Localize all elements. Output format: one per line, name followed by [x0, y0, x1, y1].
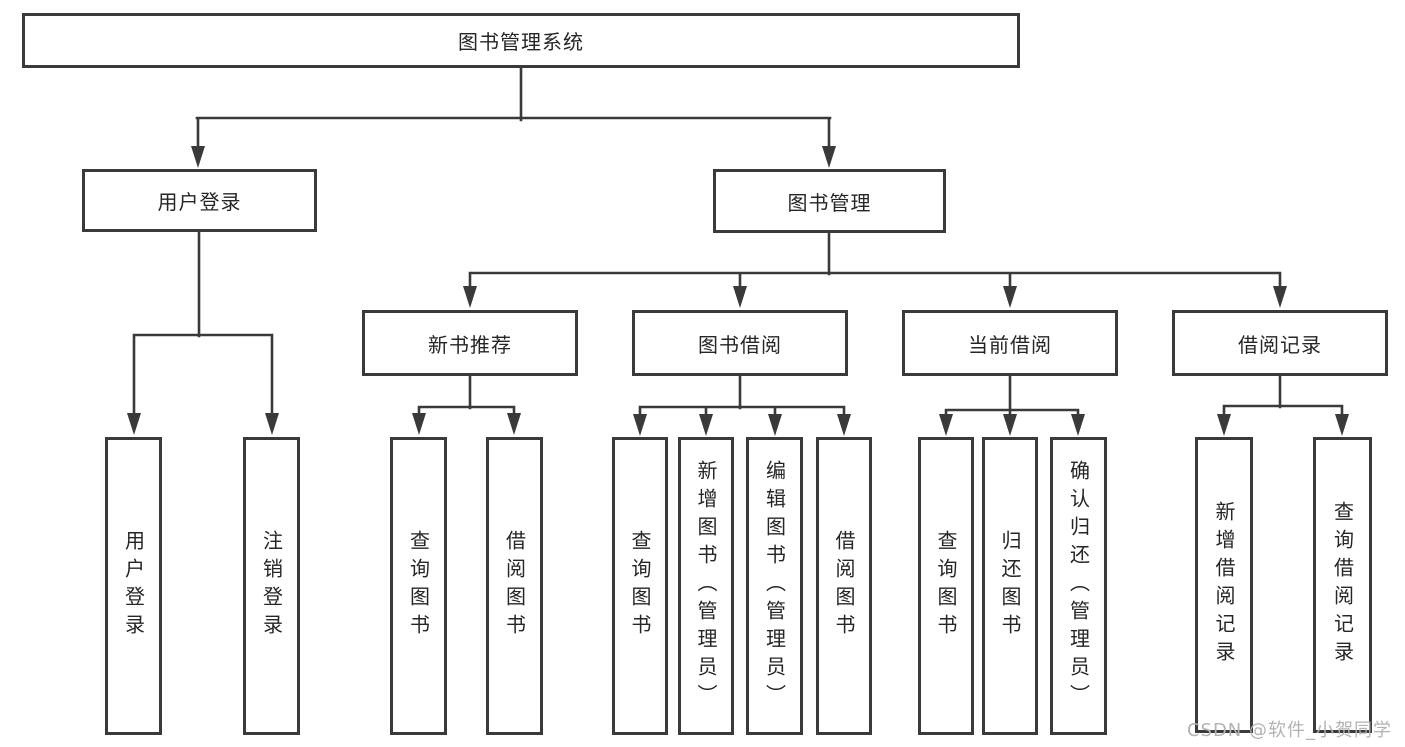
- node-label: 编辑图书（管理员）: [762, 460, 787, 712]
- node-current-borrowing: 当前借阅: [902, 310, 1118, 376]
- arrowhead-icon: [1335, 414, 1349, 436]
- node-label: 用户登录: [157, 190, 242, 214]
- node-label: 查询图书: [934, 530, 958, 642]
- arrowhead-icon: [1071, 414, 1085, 436]
- leaf-borrow-books-borrowing: 借阅图书: [816, 437, 872, 735]
- arrowhead-icon: [265, 413, 279, 435]
- node-label: 当前借阅: [968, 332, 1052, 357]
- node-label: 图书管理: [787, 190, 872, 215]
- leaf-return-books: 归还图书: [982, 437, 1038, 735]
- arrowhead-icon: [507, 413, 521, 435]
- node-label: 图书管理系统: [458, 30, 584, 54]
- node-borrowing-records: 借阅记录: [1172, 310, 1388, 376]
- connector-root: [191, 66, 836, 168]
- node-book-borrowing: 图书借阅: [632, 310, 848, 376]
- node-label: 用户登录: [121, 530, 146, 642]
- connector-new-book-recommend: [412, 373, 521, 435]
- arrowhead-icon: [939, 414, 953, 436]
- node-label: 查询图书: [406, 530, 431, 642]
- arrowhead-icon: [1273, 286, 1287, 308]
- arrowhead-icon: [699, 414, 713, 436]
- arrowhead-icon: [1217, 414, 1231, 436]
- leaf-query-books-borrowing: 查询图书: [612, 437, 668, 735]
- node-label: 借阅记录: [1238, 332, 1322, 357]
- node-label: 借阅图书: [502, 530, 527, 642]
- connector-book-management: [463, 231, 1287, 308]
- node-label: 新增图书（管理员）: [694, 460, 718, 712]
- node-label: 查询借阅记录: [1330, 501, 1355, 669]
- leaf-user-login: 用户登录: [105, 437, 162, 735]
- arrowhead-icon: [412, 413, 426, 435]
- leaf-query-books-recommend: 查询图书: [390, 437, 447, 735]
- node-user-login: 用户登录: [82, 169, 317, 232]
- leaf-logout: 注销登录: [243, 437, 300, 735]
- leaf-confirm-return-admin: 确认归还（管理员）: [1050, 437, 1107, 735]
- arrowhead-icon: [127, 413, 141, 435]
- node-label: 注销登录: [259, 530, 284, 642]
- node-label: 新书推荐: [428, 332, 512, 357]
- connector-book-borrowing: [633, 373, 851, 436]
- node-label: 确认归还（管理员）: [1066, 460, 1091, 712]
- leaf-add-book-admin: 新增图书（管理员）: [678, 437, 734, 735]
- leaf-edit-book-admin: 编辑图书（管理员）: [746, 437, 803, 735]
- arrowhead-icon: [463, 286, 477, 308]
- node-label: 查询图书: [628, 530, 652, 642]
- leaf-add-borrow-record: 新增借阅记录: [1195, 437, 1253, 733]
- node-library-management-system: 图书管理系统: [22, 13, 1020, 68]
- arrowhead-icon: [1003, 414, 1017, 436]
- arrowhead-icon: [633, 414, 647, 436]
- arrowhead-icon: [837, 414, 851, 436]
- leaf-borrow-books-recommend: 借阅图书: [486, 437, 543, 735]
- node-book-management: 图书管理: [713, 169, 946, 233]
- arrowhead-icon: [1003, 286, 1017, 308]
- arrowhead-icon: [191, 146, 205, 168]
- arrowhead-icon: [768, 414, 782, 436]
- watermark: CSDN @软件_小贺同学: [1186, 720, 1392, 741]
- connector-user-login: [127, 230, 279, 435]
- connector-borrowing-records: [1217, 373, 1349, 436]
- arrowhead-icon: [822, 146, 836, 168]
- node-label: 归还图书: [998, 530, 1022, 642]
- arrowhead-icon: [733, 286, 747, 308]
- connector-current-borrowing: [939, 373, 1085, 436]
- node-label: 借阅图书: [832, 530, 856, 642]
- node-label: 新增借阅记录: [1212, 501, 1236, 669]
- node-label: 图书借阅: [698, 332, 782, 357]
- leaf-query-borrow-record: 查询借阅记录: [1313, 437, 1372, 733]
- node-new-book-recommend: 新书推荐: [362, 310, 578, 376]
- leaf-query-books-current: 查询图书: [918, 437, 974, 735]
